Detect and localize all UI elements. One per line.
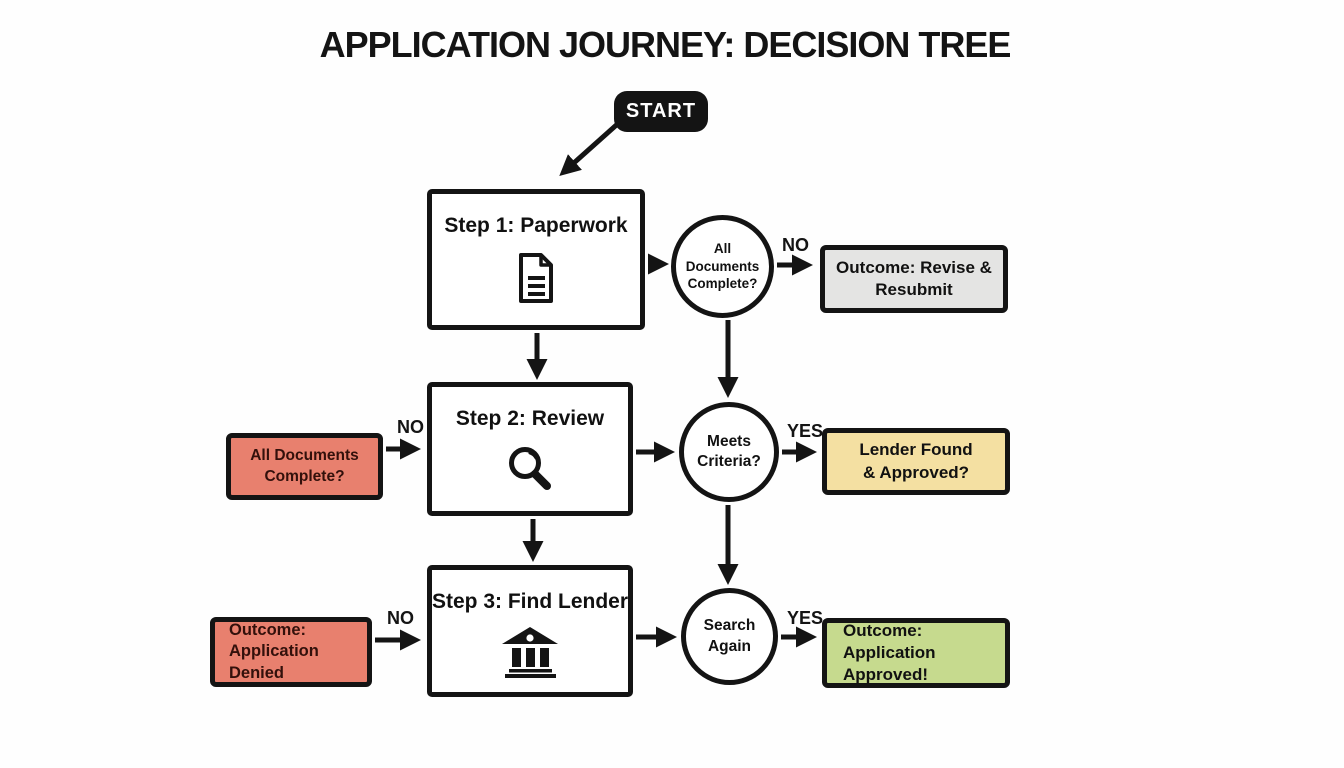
outcome-revise-resubmit: Outcome: Revise & Resubmit	[820, 245, 1008, 313]
step2-node: Step 2: Review	[427, 382, 633, 516]
step2-label: Step 2: Review	[455, 407, 605, 430]
outcome-application-denied: Outcome: Application Denied	[210, 617, 372, 687]
outcome-application-approved: Outcome: Application Approved!	[822, 618, 1010, 688]
decision-meets-criteria-line2: Criteria?	[697, 453, 761, 470]
outcome-lender-line2: & Approved?	[862, 462, 970, 482]
outcome-denied-line2: Application Denied	[229, 642, 319, 682]
bank-icon	[432, 626, 628, 678]
step1-label: Step 1: Paperwork	[444, 214, 628, 237]
outcome-approved-line1: Outcome:	[843, 620, 923, 640]
start-label: START	[625, 100, 697, 122]
edge-label-no-docs-left: NO	[397, 417, 424, 437]
decision-meets-criteria-line1: Meets	[707, 432, 751, 450]
outcome-revise-line2: Resubmit	[875, 280, 953, 299]
outcome-lender-found: Lender Found & Approved?	[822, 428, 1010, 495]
decision-documents-complete: All Documents Complete?	[671, 215, 774, 318]
arrow-start-to-step1	[559, 118, 624, 176]
diagram-title: APPLICATION JOURNEY: DECISION TREE	[319, 24, 1012, 65]
outcome-lender-line1: Lender Found	[859, 440, 973, 460]
outcome-denied-line1: Outcome:	[229, 620, 307, 639]
step3-label: Step 3: Find Lender	[432, 590, 629, 613]
decision-documents-complete-line1: All Documents	[685, 241, 760, 274]
outcome-approved-line2: Application Approved!	[843, 642, 936, 685]
node-all-documents-complete: All Documents Complete?	[226, 433, 383, 500]
edge-label-yes-criteria: YES	[787, 421, 824, 441]
start-node: START	[614, 91, 708, 132]
edge-label-no-documents: NO	[782, 235, 809, 255]
decision-documents-complete-line2: Complete?	[687, 276, 758, 292]
document-icon	[432, 250, 640, 306]
step3-node: Step 3: Find Lender	[427, 565, 633, 697]
decision-meets-criteria: Meets Criteria?	[679, 402, 779, 502]
magnifier-icon	[432, 443, 628, 493]
decision-search-again-line2: Again	[707, 637, 752, 655]
node-docs-line2: Complete?	[264, 467, 345, 485]
decision-search-again-line1: Search	[703, 617, 756, 635]
outcome-revise-line1: Outcome: Revise &	[836, 257, 992, 277]
node-docs-line1: All Documents	[250, 447, 359, 465]
step1-node: Step 1: Paperwork	[427, 189, 645, 330]
edge-label-yes-search: YES	[787, 608, 824, 628]
edge-label-no-denied: NO	[387, 608, 414, 628]
decision-search-again: Search Again	[681, 588, 778, 685]
